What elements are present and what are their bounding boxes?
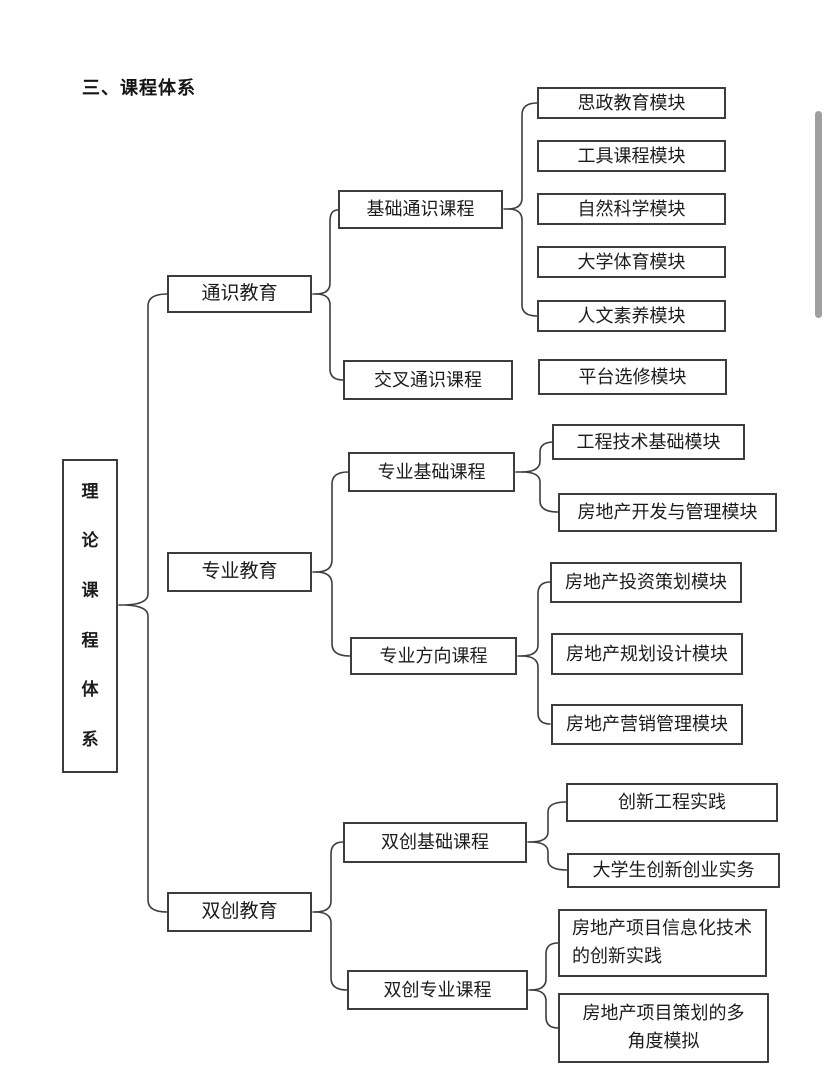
- node-module-platform-electives: 平台选修模块: [538, 359, 727, 395]
- root-char: 理: [81, 481, 99, 501]
- node-module-engineering-tech-basics: 工程技术基础模块: [552, 424, 745, 460]
- brace-shuangchuang-zhuanye: [530, 942, 559, 1029]
- brace-zhuanye: [315, 471, 351, 657]
- scrollbar-thumb[interactable]: [815, 111, 822, 318]
- node-innovation-basic-courses: 双创基础课程: [343, 822, 527, 863]
- node-professional-basic-courses: 专业基础课程: [348, 452, 515, 492]
- node-module-realestate-development: 房地产开发与管理模块: [558, 493, 777, 532]
- node-innovation-professional-courses: 双创专业课程: [347, 970, 528, 1010]
- root-char: 程: [81, 630, 99, 650]
- node-module-student-innovation-practice: 大学生创新创业实务: [567, 853, 780, 888]
- root-char: 课: [81, 580, 99, 600]
- root-char: 体: [81, 680, 99, 700]
- node-basic-general-courses: 基础通识课程: [338, 190, 503, 229]
- node-general-education: 通识教育: [167, 275, 312, 313]
- brace-zhuanye-fangxiang: [520, 581, 551, 725]
- node-module-humanities: 人文素养模块: [537, 300, 726, 332]
- brace-tongshi: [315, 209, 344, 381]
- node-professional-direction-courses: 专业方向课程: [350, 637, 517, 675]
- section-heading: 三、课程体系: [82, 78, 196, 98]
- root-char: 论: [81, 531, 99, 551]
- node-module-realestate-investment: 房地产投资策划模块: [550, 562, 742, 603]
- node-module-realestate-planning-design: 房地产规划设计模块: [551, 633, 743, 675]
- node-module-realestate-multiangle-simulation: 房地产项目策划的多角度模拟: [558, 993, 769, 1063]
- node-professional-education: 专业教育: [167, 552, 312, 592]
- brace-shuangchuang: [314, 841, 348, 991]
- node-module-realestate-marketing: 房地产营销管理模块: [551, 704, 743, 745]
- root-char: 系: [81, 729, 99, 749]
- node-module-natural-science: 自然科学模块: [537, 193, 726, 225]
- node-module-tool-courses: 工具课程模块: [537, 140, 726, 172]
- brace-shuangchuang-jichu: [529, 801, 568, 871]
- brace-jichu-tongshi: [507, 102, 538, 317]
- node-module-realestate-it-innovation: 房地产项目信息化技术的创新实践: [558, 909, 767, 977]
- node-innovation-education: 双创教育: [167, 892, 312, 932]
- node-module-innovation-engineering-practice: 创新工程实践: [566, 783, 778, 822]
- node-module-college-pe: 大学体育模块: [537, 246, 726, 278]
- node-module-ideology-education: 思政教育模块: [537, 87, 726, 119]
- node-root-theory-course-system: 理 论 课 程 体 系: [62, 459, 118, 773]
- brace-root: [125, 293, 168, 913]
- node-cross-general-courses: 交叉通识课程: [343, 360, 513, 400]
